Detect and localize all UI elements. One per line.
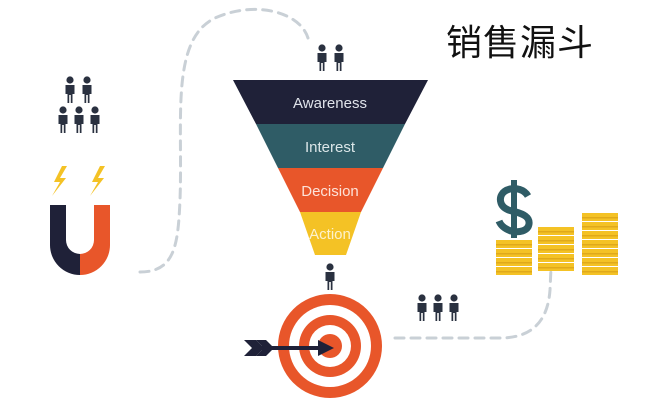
person-icon bbox=[325, 263, 335, 290]
funnel-label-decision: Decision bbox=[301, 183, 359, 200]
coin-stack-middle bbox=[538, 227, 574, 271]
funnel-label-awareness: Awareness bbox=[293, 95, 367, 112]
coin-stack-icon bbox=[496, 213, 618, 275]
diagram-title: 销售漏斗 bbox=[446, 23, 595, 64]
arrow-icon bbox=[244, 340, 334, 356]
people-pair-icon bbox=[317, 44, 344, 71]
funnel-label-interest: Interest bbox=[305, 139, 356, 156]
people-trio-icon bbox=[417, 294, 459, 321]
coin-stack-left bbox=[496, 240, 532, 275]
funnel-stage-awareness bbox=[233, 80, 428, 124]
funnel-stage-interest bbox=[256, 124, 405, 168]
coin-stack-right bbox=[582, 213, 618, 275]
funnel-stage-decision bbox=[278, 168, 383, 212]
dashed-connectors bbox=[138, 7, 553, 340]
funnel-stage-action bbox=[300, 212, 361, 255]
connector-target-to-coins bbox=[393, 266, 553, 340]
lightning-icon bbox=[52, 166, 105, 196]
magnet-icon bbox=[50, 205, 110, 275]
funnel-label-action: Action bbox=[309, 226, 351, 243]
connector-magnet-to-funnel bbox=[138, 7, 310, 274]
dollar-icon bbox=[495, 180, 533, 238]
lightning-icon-right bbox=[90, 166, 105, 196]
funnel: Awareness Interest Decision Action bbox=[233, 80, 428, 255]
lightning-icon-left bbox=[52, 166, 67, 196]
people-group-icon bbox=[58, 76, 100, 133]
